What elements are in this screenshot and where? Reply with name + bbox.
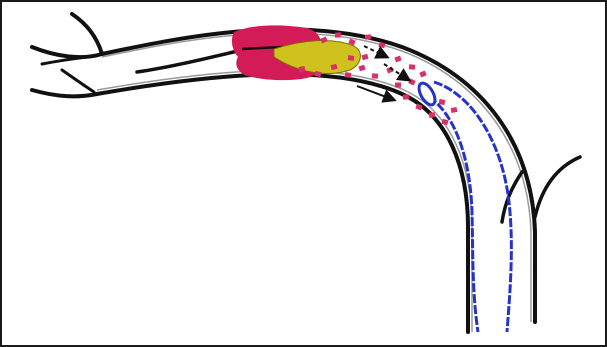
debris-particle xyxy=(365,34,371,40)
branch-upper-wall xyxy=(72,14,102,54)
debris-particle xyxy=(409,64,415,69)
debris-particle xyxy=(429,112,436,118)
vessel-lower-wall xyxy=(32,74,468,332)
vessel-lumen xyxy=(97,41,502,345)
branch-lower-wall xyxy=(62,70,94,92)
debris-particle xyxy=(403,94,409,99)
debris-particle xyxy=(372,73,378,79)
debris-particle xyxy=(348,55,355,61)
debris-particle xyxy=(335,32,341,37)
debris-particle xyxy=(299,66,306,72)
vessel-lower-wall-highlight xyxy=(97,70,472,332)
right-branch-wall xyxy=(535,157,580,217)
debris-particle xyxy=(345,72,352,78)
debris-particle xyxy=(395,82,401,87)
